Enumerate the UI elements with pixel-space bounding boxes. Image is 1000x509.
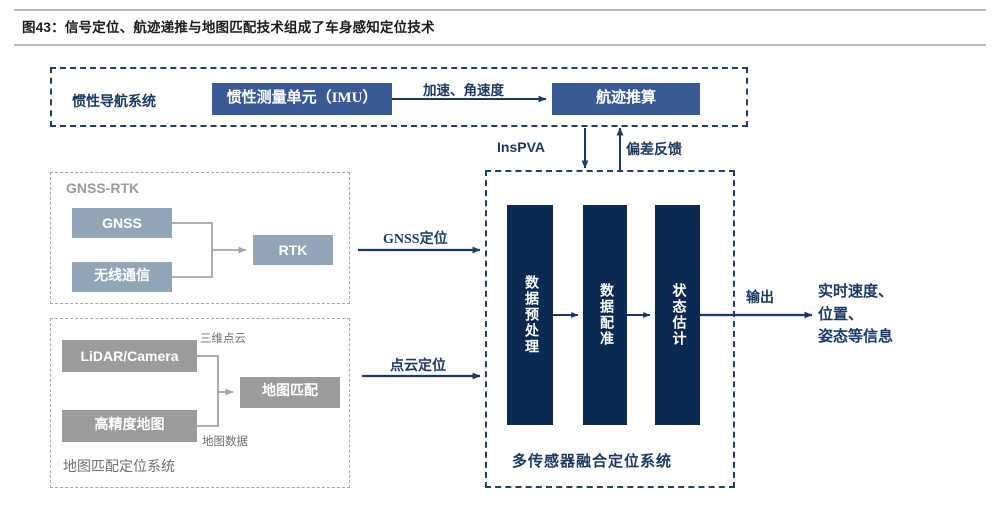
label-map-data: 地图数据 <box>202 436 248 448</box>
node-data-preprocessing[interactable]: 数据预处理 <box>507 205 553 425</box>
header-rule-bottom <box>14 44 986 46</box>
node-imu[interactable]: 惯性测量单元（IMU） <box>212 83 392 115</box>
header-rule-top <box>14 9 986 11</box>
output-line: 位置、 <box>818 306 864 323</box>
node-lidar-camera[interactable]: LiDAR/Camera <box>62 340 197 372</box>
group-inertial-navigation <box>50 67 748 127</box>
label-inspva: InsPVA <box>497 139 545 155</box>
label-fusion-system: 多传感器融合定位系统 <box>512 454 673 470</box>
label-output: 输出 <box>746 291 774 306</box>
output-line: 实时速度、 <box>818 284 894 300</box>
node-data-registration[interactable]: 数据配准 <box>583 205 627 425</box>
node-gnss[interactable]: GNSS <box>72 208 172 238</box>
figure-title: 图43：信号定位、航迹递推与地图匹配技术组成了车身感知定位技术 <box>22 20 435 35</box>
output-line: 姿态等信息 <box>818 329 894 345</box>
label-3d-pointcloud: 三维点云 <box>200 333 246 345</box>
label-accel-angular-velocity: 加速、角速度 <box>423 83 504 98</box>
label-pointcloud-positioning: 点云定位 <box>390 359 446 374</box>
node-map-matching[interactable]: 地图匹配 <box>240 377 340 408</box>
node-state-estimation[interactable]: 状态估计 <box>655 205 700 425</box>
node-hd-map[interactable]: 高精度地图 <box>62 410 197 442</box>
edge-gnss-bus-to-rtk <box>172 222 247 278</box>
node-wireless-comm[interactable]: 无线通信 <box>72 262 172 292</box>
node-dead-reckoning[interactable]: 航迹推算 <box>552 83 700 115</box>
group-multi-sensor-fusion <box>485 170 735 488</box>
label-gnss-positioning: GNSS定位 <box>383 232 448 247</box>
edge-map-bus-to-matching <box>197 355 234 427</box>
node-rtk[interactable]: RTK <box>253 235 333 265</box>
label-bias-feedback: 偏差反馈 <box>626 143 682 158</box>
label-map-matching-system: 地图匹配定位系统 <box>63 460 175 475</box>
label-gnss-rtk: GNSS-RTK <box>66 180 140 196</box>
group-map-matching <box>50 318 350 488</box>
output-text: 实时速度、 位置、 姿态等信息 <box>818 281 893 349</box>
label-inertial-navigation-system: 惯性导航系统 <box>72 95 156 110</box>
group-gnss-rtk <box>50 172 350 304</box>
